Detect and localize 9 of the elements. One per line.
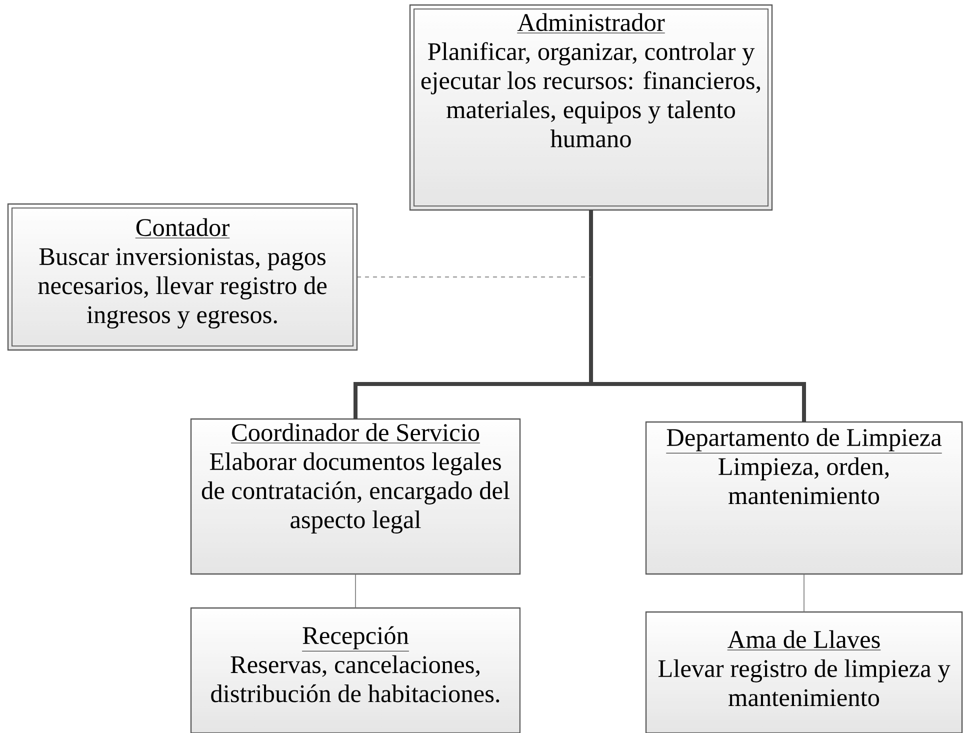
org-box: Contador Buscar inversionistas, pagos necesarios, llevar registro de ingresos y egresos. bbox=[7, 203, 358, 351]
org-box: Coordinador de Servicio Elaborar documentos legales de contratación, encargado del aspecto legal bbox=[190, 418, 521, 575]
org-box: Administrador Planificar, organizar, controlar y ejecutar los recursos: financieros, materiales, equipos y talento humano bbox=[409, 4, 773, 211]
dashed-line bbox=[356, 276, 592, 278]
org-box: Ama de Llaves Llevar registro de limpieza y mantenimiento bbox=[645, 611, 963, 733]
org-box: Recepción Reservas, cancelaciones, distribución de habitaciones. bbox=[190, 607, 521, 733]
connector-line bbox=[589, 210, 806, 422]
connector-line bbox=[355, 574, 356, 608]
org-box: Departamento de Limpieza Limpieza, orden, mantenimiento bbox=[645, 421, 963, 575]
